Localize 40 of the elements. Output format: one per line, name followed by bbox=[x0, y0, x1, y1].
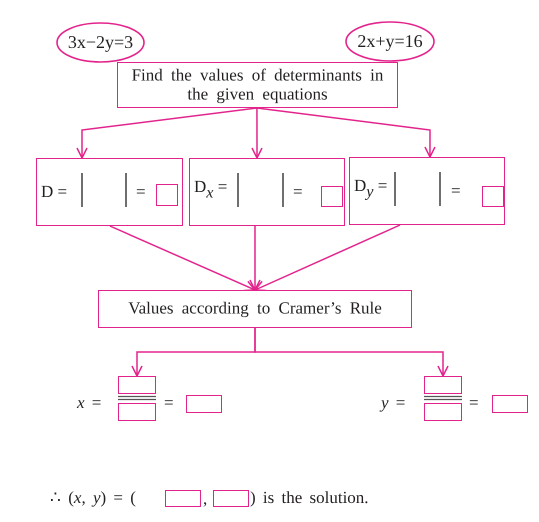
box-text: Find the values of determinants in the given equations bbox=[130, 66, 384, 104]
answer-box bbox=[118, 376, 156, 394]
equation-text: 2x+y=16 bbox=[356, 32, 424, 52]
equals-sign: = bbox=[451, 182, 461, 201]
equals-sign: = bbox=[293, 183, 303, 202]
equals-sign: = bbox=[164, 394, 174, 413]
answer-box bbox=[213, 490, 249, 507]
comma: , bbox=[203, 490, 208, 509]
determinant-box bbox=[189, 158, 345, 226]
equation-ellipse bbox=[56, 22, 145, 63]
arrow bbox=[251, 108, 263, 159]
equation-ellipse bbox=[345, 21, 435, 62]
solution-text: ∴ (x, y) = ( bbox=[50, 489, 136, 508]
answer-box bbox=[482, 186, 504, 207]
answer-box bbox=[118, 403, 156, 421]
arrow bbox=[110, 225, 256, 292]
determinant-box bbox=[349, 157, 505, 225]
arrow bbox=[76, 107, 258, 159]
answer-box bbox=[492, 395, 528, 413]
answer-box bbox=[424, 403, 462, 421]
process-box bbox=[98, 290, 412, 328]
answer-box bbox=[186, 395, 222, 413]
answer-box bbox=[156, 184, 178, 206]
determinant-label: D = bbox=[41, 183, 68, 202]
arrow bbox=[254, 224, 400, 292]
variable-equals: y = bbox=[381, 394, 406, 413]
solution-text: ) is the solution. bbox=[250, 489, 369, 508]
determinant-box bbox=[36, 158, 183, 226]
answer-box bbox=[424, 376, 462, 394]
answer-box bbox=[321, 186, 343, 207]
answer-box bbox=[165, 490, 201, 507]
equation-text: 3x−2y=3 bbox=[66, 32, 134, 52]
box-text: Values according to Cramer’s Rule bbox=[127, 300, 383, 318]
equals-sign: = bbox=[136, 183, 146, 202]
arrow bbox=[249, 226, 261, 291]
process-box bbox=[117, 62, 398, 108]
equals-sign: = bbox=[469, 394, 479, 413]
arrow bbox=[256, 107, 436, 158]
arrow bbox=[254, 328, 449, 377]
variable-equals: x = bbox=[77, 394, 102, 413]
